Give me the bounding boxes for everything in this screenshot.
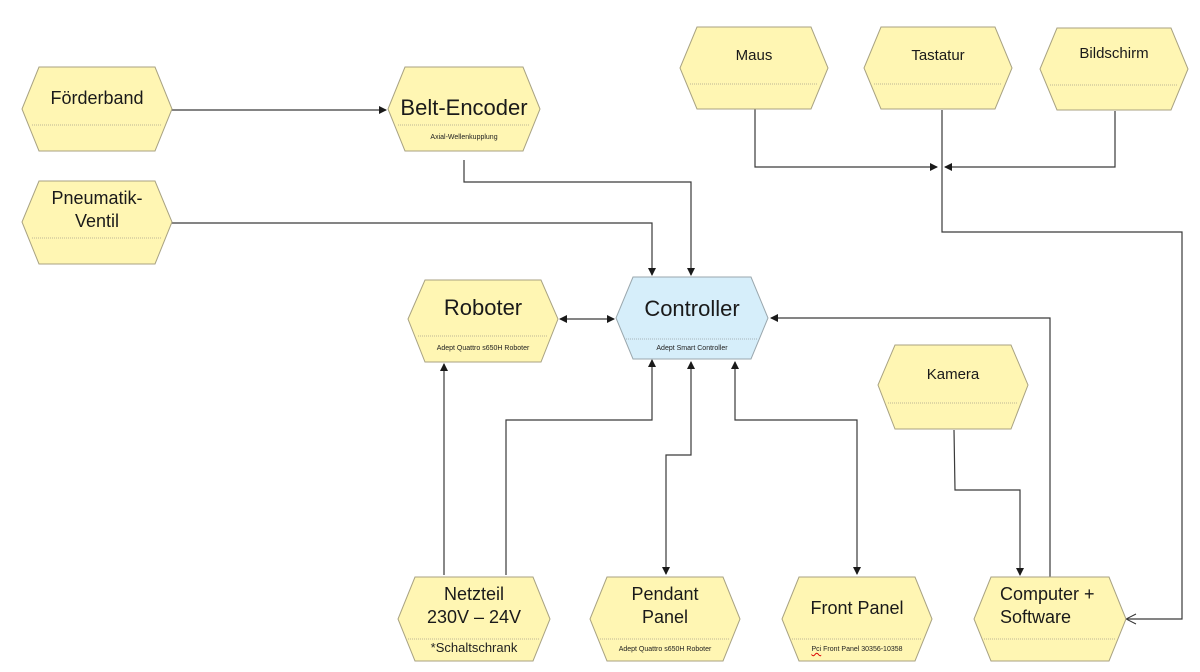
node-pendant-panel[interactable]: Pendant Panel Adept Quattro s650H Robote… [589, 576, 741, 662]
hexagon-shape [1039, 27, 1189, 111]
node-title: Tastatur [911, 47, 965, 64]
node-subtitle: Axial-Wellenkupplung [430, 134, 498, 141]
hexagon-shape [973, 576, 1127, 662]
node-title: Pneumatik- Ventil [22, 187, 172, 232]
connector-controller-pendant [662, 361, 695, 575]
node-title-line: Computer + [1000, 584, 1095, 604]
connector-controller-frontpanel [731, 361, 861, 575]
node-title: Computer + Software [974, 583, 1126, 628]
node-maus[interactable]: Maus [679, 26, 829, 110]
connector-computer-controller [770, 314, 1051, 577]
node-roboter[interactable]: Roboter Adept Quattro s650H Roboter [407, 279, 559, 363]
node-title: Front Panel [810, 598, 904, 618]
node-kamera[interactable]: Kamera [877, 344, 1029, 430]
node-title-line: Netzteil [443, 584, 505, 604]
hexagon-shape [21, 66, 173, 152]
node-title-line: Pneumatik- [51, 188, 143, 208]
connector-bildschirm-junction [944, 111, 1116, 171]
hexagon-shape [407, 279, 559, 363]
node-title: Netzteil 230V – 24V [398, 583, 550, 628]
node-title: Roboter [443, 295, 523, 320]
node-title: Bildschirm [1079, 45, 1149, 62]
hexagon-shape [781, 576, 933, 662]
node-title: Controller [644, 296, 740, 321]
node-title: Pendant Panel [590, 583, 740, 628]
connector-belt-encoder-controller [463, 160, 695, 276]
hexagon-shape [397, 576, 551, 662]
node-title: Kamera [926, 366, 980, 383]
node-subtitle: Adept Smart Controller [656, 345, 728, 352]
node-pneumatik-ventil[interactable]: Pneumatik- Ventil [21, 180, 173, 265]
node-title-line: Ventil [74, 210, 120, 231]
node-subtitle-misspelled: Pci [811, 646, 822, 653]
connector-maus-junction [754, 108, 938, 171]
node-title: Maus [735, 47, 773, 64]
connector-tastatur-computer [941, 110, 1183, 619]
hexagon-shape [589, 576, 741, 662]
connector-pneumatik-controller [172, 222, 656, 276]
node-title-line: Pendant [631, 584, 699, 604]
node-title: Belt-Encoder [400, 95, 528, 120]
node-title-line: Panel [641, 606, 689, 627]
connector-kamera-computer [953, 429, 1024, 576]
node-netzteil[interactable]: Netzteil 230V – 24V *Schaltschrank [397, 576, 551, 662]
hexagon-shape [615, 276, 769, 360]
hexagon-shape [863, 26, 1013, 110]
node-subtitle: Adept Quattro s650H Roboter [436, 345, 530, 352]
node-title-line: 230V – 24V [426, 606, 522, 627]
node-front-panel[interactable]: Front Panel Pci Front Panel 30356-10358 [781, 576, 933, 662]
node-subtitle: *Schaltschrank [430, 640, 518, 655]
node-subtitle: Pci Front Panel 30356-10358 [782, 646, 932, 653]
connector-netzteil-controller [505, 359, 656, 575]
node-title: Förderband [50, 88, 144, 108]
node-subtitle-rest: Front Panel 30356-10358 [821, 646, 903, 653]
node-bildschirm[interactable]: Bildschirm [1039, 27, 1189, 111]
hexagon-shape [679, 26, 829, 110]
node-belt-encoder[interactable]: Belt-Encoder Axial-Wellenkupplung [387, 66, 541, 152]
node-tastatur[interactable]: Tastatur [863, 26, 1013, 110]
node-foerderband[interactable]: Förderband [21, 66, 173, 152]
node-subtitle: Adept Quattro s650H Roboter [618, 646, 712, 653]
hexagon-shape [877, 344, 1029, 430]
hexagon-shape [21, 180, 173, 265]
node-title-line: Software [1000, 606, 1072, 627]
hexagon-shape [387, 66, 541, 152]
node-computer-software[interactable]: Computer + Software [973, 576, 1127, 662]
node-controller[interactable]: Controller Adept Smart Controller [615, 276, 769, 360]
